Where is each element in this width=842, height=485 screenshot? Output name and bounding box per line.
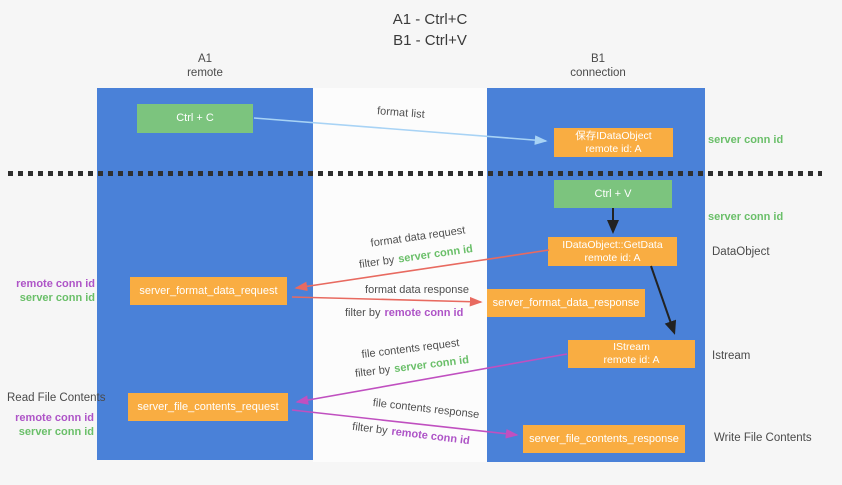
ctrl-v-label: Ctrl + V xyxy=(594,187,632,200)
idataobject-getdata-box: IDataObject::GetData remote id: A xyxy=(548,237,677,266)
save-idataobject-box: 保存IDataObject remote id: A xyxy=(554,128,673,157)
server-file-contents-request-box: server_file_contents_request xyxy=(128,393,288,421)
getdata-line2: remote id: A xyxy=(584,251,641,264)
title-line-2: B1 - Ctrl+V xyxy=(393,32,467,49)
remote-conn-id-text: remote conn id xyxy=(384,307,464,319)
column-b1-name: B1 xyxy=(590,53,606,65)
format-request-label: server_format_data_request xyxy=(139,284,278,297)
getdata-line1: IDataObject::GetData xyxy=(562,238,663,251)
format-data-response-label: format data response xyxy=(365,284,469,296)
server-format-data-request-box: server_format_data_request xyxy=(130,277,287,305)
filter-by-text: filter by xyxy=(345,307,381,319)
ctrl-c-label: Ctrl + C xyxy=(176,112,214,124)
server-format-data-response-box: server_format_data_response xyxy=(487,289,645,317)
column-a1-name: A1 xyxy=(197,53,213,65)
save-idataobject-line1: 保存IDataObject xyxy=(575,129,652,142)
write-file-contents-annotation: Write File Contents xyxy=(714,432,812,444)
dataobject-annotation: DataObject xyxy=(712,246,770,258)
left-conn-id-annotation-file: remote conn id server conn id xyxy=(0,412,94,439)
page-title: A1 - Ctrl+C B1 - Ctrl+V xyxy=(300,9,560,51)
left-conn-id-annotation-format: remote conn id server conn id xyxy=(0,278,95,305)
column-header-b1: B1 connection xyxy=(538,52,658,80)
save-idataobject-line2: remote id: A xyxy=(585,142,642,155)
session-divider-dotted-line xyxy=(8,171,822,176)
column-a1-role: remote xyxy=(187,67,223,79)
istream-box: IStream remote id: A xyxy=(568,340,695,368)
istream-annotation: Istream xyxy=(712,350,751,362)
column-header-a1: A1 remote xyxy=(145,52,265,80)
read-file-contents-annotation: Read File Contents xyxy=(7,392,106,404)
title-line-1: A1 - Ctrl+C xyxy=(392,11,468,28)
format-response-label: server_format_data_response xyxy=(492,296,640,309)
server-conn-id-annotation-mid: server conn id xyxy=(708,211,784,223)
column-b1-role: connection xyxy=(570,67,626,79)
istream-line1: IStream xyxy=(613,341,650,353)
file-request-label: server_file_contents_request xyxy=(137,400,279,413)
istream-line2: remote id: A xyxy=(603,354,660,366)
server-conn-id-text: server conn id xyxy=(19,291,95,304)
remote-conn-id-text: remote conn id xyxy=(16,278,95,290)
ctrl-c-box: Ctrl + C xyxy=(137,104,253,133)
server-conn-id-text: server conn id xyxy=(18,425,94,438)
ctrl-v-box: Ctrl + V xyxy=(554,180,672,208)
file-response-label: server_file_contents_response xyxy=(529,432,679,445)
remote-conn-id-text: remote conn id xyxy=(15,412,94,424)
server-conn-id-annotation-top: server conn id xyxy=(708,134,784,146)
server-file-contents-response-box: server_file_contents_response xyxy=(523,425,685,453)
